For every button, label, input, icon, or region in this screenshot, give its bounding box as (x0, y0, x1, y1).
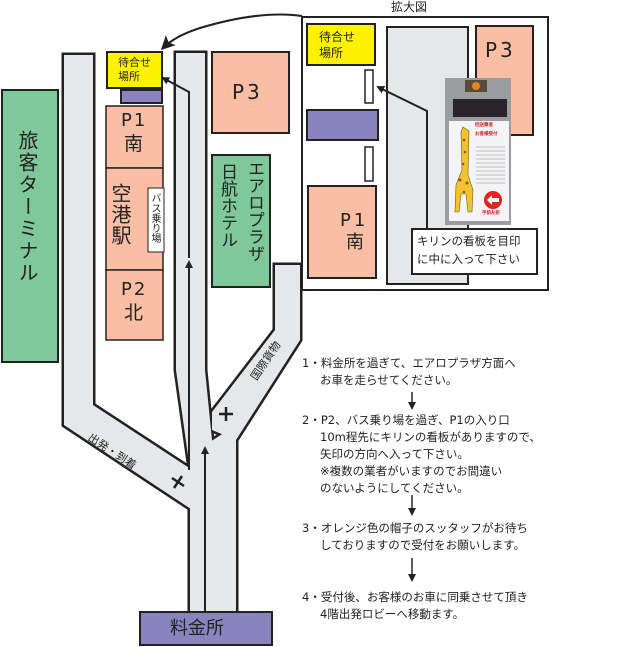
step-2-line2: 10m程先にキリンの看板がありますので、 (320, 430, 541, 444)
bus-stop-label: バス乗り場 (149, 193, 160, 243)
p1-south-label: P1 (121, 110, 148, 131)
giraffe-sign-photo (445, 78, 511, 225)
toll-gate-label: 料金所 (170, 618, 224, 639)
step-2-line3: 矢印の方向へ入って下さい。 (320, 447, 469, 461)
step-3-line2: しておりますので受付をお願いします。 (320, 538, 526, 552)
aeroplaza-label: エアロプラザ (244, 160, 264, 262)
inset-caption-box (411, 228, 538, 275)
p3-block (211, 51, 290, 134)
step-3: 3・オレンジ色の帽子のスッタッフがお待ち しておりますので受付をお願いします。 (302, 520, 528, 554)
inset-title: 拡大図 (391, 0, 428, 14)
p3-label: P3 (232, 80, 263, 104)
inset-post-2 (364, 146, 374, 182)
inset-p3-label: P3 (485, 38, 516, 62)
bus-stop-box (147, 187, 165, 253)
purple-marker (120, 89, 163, 104)
p2-north-label: P2 (121, 279, 148, 300)
step-2-line4: ※複数の業者がいますのでお間違い (320, 464, 503, 478)
step-2-line5: のないようにしてください。 (320, 481, 469, 495)
inset-caption-line2: に中に入って下さい (417, 252, 520, 266)
inset-caption-line1: キリンの看板を目印 (417, 234, 521, 248)
toll-gate-block (139, 611, 273, 646)
step-1-line2: お車を走らせてください。 (320, 373, 458, 387)
inset-post-1 (364, 69, 374, 104)
inset-meeting-place (306, 23, 376, 66)
nikko-hotel-label: 日航ホテル (217, 163, 237, 248)
meeting-place-box (106, 51, 163, 89)
meeting-place-label: 待合せ場所 (118, 56, 151, 83)
no-entry-marks (171, 407, 233, 489)
inset-arrow (376, 86, 428, 228)
inset-purple-marker (306, 109, 379, 141)
sign-line2: お客様受付 (475, 132, 498, 137)
p1-south-block (105, 105, 164, 169)
p1-south-sub-label: 南 (124, 133, 144, 155)
station-label: 空港駅 (108, 183, 132, 246)
step-1-line1: 1・料金所を過ぎて、エアロプラザ方面へ (302, 356, 516, 370)
sign-line1: 回送業者 (475, 123, 493, 128)
step-2: 2・P2、バス乗り場を過ぎ、P1の入り口 10m程先にキリンの看板がありますので… (302, 412, 541, 497)
terminal-building (1, 89, 59, 363)
route-arrow-upper (161, 77, 190, 258)
step-1: 1・料金所を過ぎて、エアロプラザ方面へ お車を走らせてください。 (302, 355, 516, 389)
step-3-line1: 3・オレンジ色の帽子のスッタッフがお待ち (302, 521, 528, 535)
aeroplaza-block (211, 154, 271, 288)
inset-p1-sub-label: 南 (346, 232, 364, 253)
inset-pointer-arrow (160, 13, 303, 51)
inset-p1-south (307, 185, 377, 279)
p2-north-sub-label: 北 (124, 302, 144, 324)
step-4: 4・受付後、お客様のお車に同乗させて頂き 4階出発ロビーへ移動ます。 (302, 589, 528, 623)
p2-north-block (105, 269, 164, 341)
terminal-label: 旅客ターミナル (15, 130, 39, 284)
step-4-line1: 4・受付後、お客様のお車に同乗させて頂き (302, 590, 528, 604)
sign-bottom: 手前左折 (482, 211, 500, 216)
step-4-line2: 4階出発ロビーへ移動ます。 (320, 607, 465, 621)
inset-meeting-place-label: 待合せ場所 (319, 30, 356, 60)
step-2-line1: 2・P2、バス乗り場を過ぎ、P1の入り口 (302, 413, 510, 427)
inset-p1-label: P1 (340, 210, 369, 231)
